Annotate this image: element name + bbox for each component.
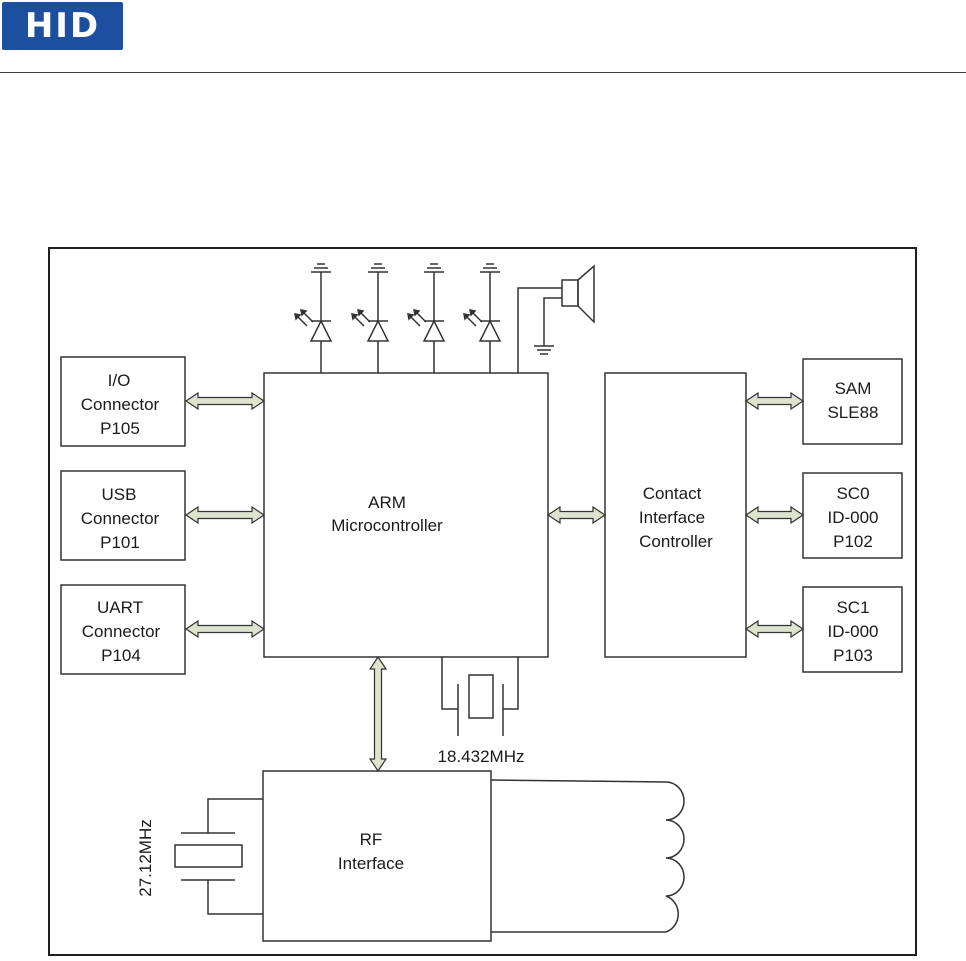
- arm-rf-arrow: [370, 657, 386, 771]
- crystal-main-label: 18.432MHz: [438, 747, 525, 766]
- io-label-2: Connector: [81, 395, 160, 414]
- sc0-block: SC0 ID-000 P102: [803, 473, 902, 558]
- sc0-label-2: ID-000: [827, 508, 878, 527]
- uart-label-1: UART: [97, 598, 143, 617]
- arm-label-2: Microcontroller: [331, 516, 443, 535]
- uart-arm-arrow: [186, 621, 264, 637]
- arm-microcontroller-block: ARM Microcontroller: [264, 373, 548, 657]
- contact-sc1-arrow: [746, 621, 803, 637]
- usb-label-3: P101: [100, 533, 140, 552]
- usb-arm-arrow: [186, 507, 264, 523]
- rf-label-2: Interface: [338, 854, 404, 873]
- antenna-coil: [491, 780, 684, 932]
- io-label-3: P105: [100, 419, 140, 438]
- led-icon: [408, 264, 444, 373]
- arm-contact-arrow: [548, 507, 605, 523]
- rf-label-1: RF: [360, 830, 383, 849]
- crystal-rf: [175, 799, 263, 914]
- led-icon: [352, 264, 388, 373]
- usb-connector-block: USB Connector P101: [61, 471, 185, 560]
- contact-label-3: Controller: [639, 532, 713, 551]
- sam-label-1: SAM: [835, 379, 872, 398]
- contact-sam-arrow: [746, 393, 803, 409]
- usb-label-2: Connector: [81, 509, 160, 528]
- sam-label-2: SLE88: [827, 403, 878, 422]
- led-group: [295, 264, 500, 373]
- crystal-rf-label: 27.12MHz: [136, 819, 155, 896]
- contact-label-1: Contact: [643, 484, 702, 503]
- io-arm-arrow: [186, 393, 264, 409]
- speaker-icon: [518, 266, 594, 374]
- led-icon: [464, 264, 500, 373]
- io-label-1: I/O: [108, 371, 131, 390]
- sc1-block: SC1 ID-000 P103: [803, 587, 902, 672]
- uart-label-2: Connector: [82, 622, 161, 641]
- led-icon: [295, 264, 331, 373]
- sc0-label-1: SC0: [836, 484, 869, 503]
- sc1-label-2: ID-000: [827, 622, 878, 641]
- uart-connector-block: UART Connector P104: [61, 585, 185, 674]
- uart-label-3: P104: [101, 646, 141, 665]
- sam-block: SAM SLE88: [803, 359, 902, 444]
- contact-interface-controller-block: Contact Interface Controller: [605, 373, 746, 657]
- contact-label-2: Interface: [639, 508, 705, 527]
- sc1-label-3: P103: [833, 646, 873, 665]
- rf-interface-block: RF Interface: [263, 771, 491, 941]
- contact-sc0-arrow: [746, 507, 803, 523]
- usb-label-1: USB: [102, 485, 137, 504]
- sc1-label-1: SC1: [836, 598, 869, 617]
- crystal-main: [442, 657, 518, 736]
- io-connector-block: I/O Connector P105: [61, 357, 185, 446]
- sc0-label-3: P102: [833, 532, 873, 551]
- arm-label-1: ARM: [368, 493, 406, 512]
